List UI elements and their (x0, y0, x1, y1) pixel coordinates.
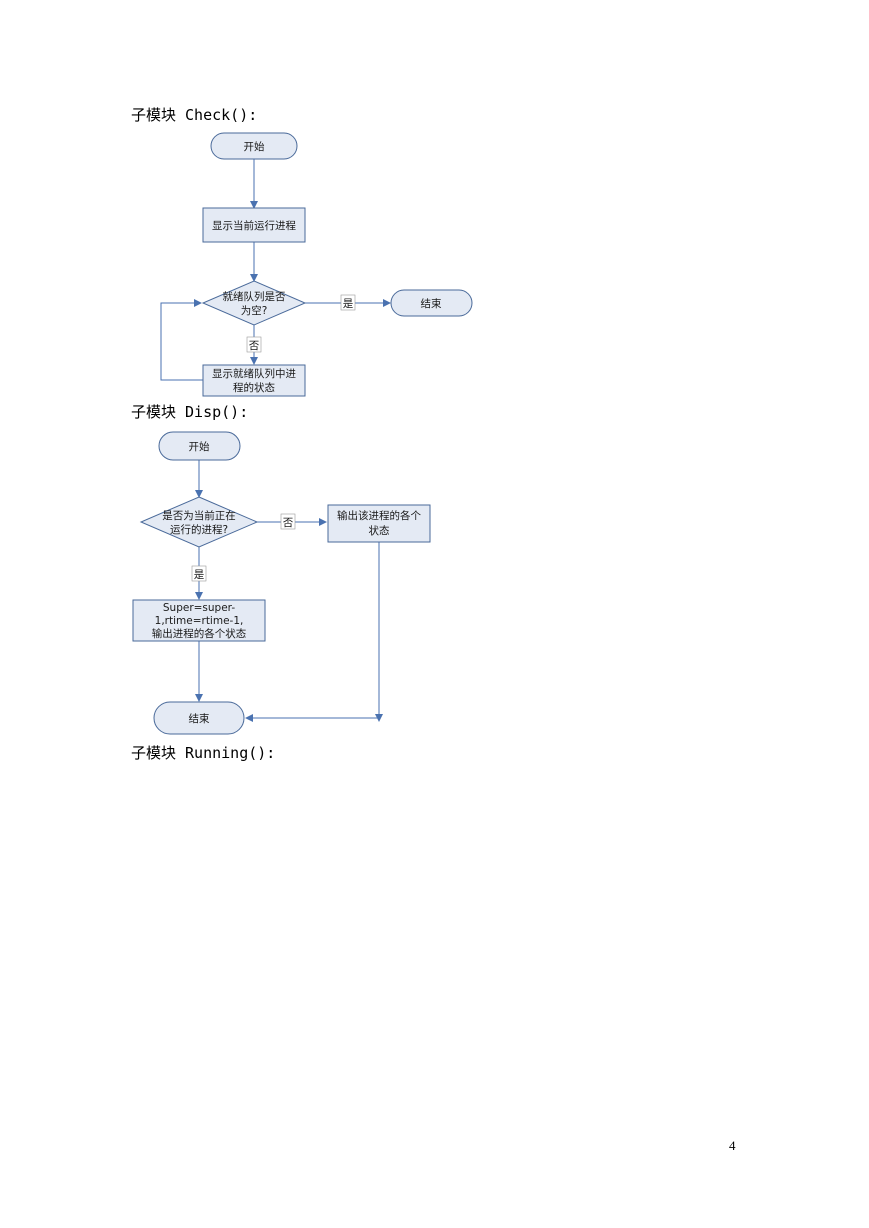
check-flowchart: 开始 显示当前运行进程 就绪队列是否 为空? 结束 显示就绪队列中进 (160, 132, 473, 397)
heading-check: 子模块 Check(): (131, 106, 258, 124)
check-show-running-node: 显示当前运行进程 (202, 207, 306, 243)
check-yes-label-text: 是 (343, 298, 354, 310)
disp-decision-line2: 运行的进程? (170, 523, 228, 536)
disp-no-label-text: 否 (283, 517, 294, 529)
disp-output-node: 输出该进程的各个 状态 (327, 504, 431, 543)
disp-update-node: Super=super- 1,rtime=rtime-1, 输出进程的各个状态 (132, 599, 266, 642)
check-no-label-text: 否 (249, 340, 260, 352)
check-show-running-text: 显示当前运行进程 (212, 219, 296, 232)
disp-update-line2: 1,rtime=rtime-1, (155, 615, 244, 627)
disp-start-text: 开始 (189, 440, 210, 453)
heading-disp: 子模块 Disp(): (131, 403, 249, 421)
disp-no-label: 否 (280, 513, 296, 530)
check-end-node: 结束 (390, 289, 473, 317)
disp-flowchart: 开始 是否为当前正在 运行的进程? 输出该进程的各个 状态 Super=supe… (132, 431, 431, 735)
disp-output-line1: 输出该进程的各个 (337, 509, 421, 522)
check-show-ready-node: 显示就绪队列中进 程的状态 (202, 364, 306, 397)
page-number: 4 (729, 1138, 736, 1153)
check-decision-line1: 就绪队列是否 (223, 290, 286, 303)
edge-check-loop-back (160, 299, 203, 381)
disp-output-line2: 状态 (369, 524, 390, 537)
check-start-text: 开始 (244, 140, 265, 153)
check-end-text: 结束 (421, 297, 442, 310)
disp-yes-label-text: 是 (194, 569, 205, 581)
check-start-node: 开始 (210, 132, 298, 160)
disp-end-text: 结束 (189, 712, 210, 725)
disp-end-node: 结束 (153, 701, 245, 735)
check-show-ready-line2: 程的状态 (233, 381, 275, 394)
check-no-label: 否 (246, 336, 262, 353)
disp-decision-node: 是否为当前正在 运行的进程? (139, 496, 259, 548)
check-decision-node: 就绪队列是否 为空? (201, 280, 307, 326)
disp-decision-line1: 是否为当前正在 (162, 509, 236, 522)
check-show-ready-line1: 显示就绪队列中进 (212, 367, 296, 380)
check-yes-label: 是 (340, 294, 356, 311)
disp-update-line3: 输出进程的各个状态 (152, 627, 247, 640)
disp-yes-label: 是 (191, 565, 207, 582)
check-decision-line2: 为空? (241, 304, 268, 317)
heading-running: 子模块 Running(): (131, 744, 276, 762)
disp-start-node: 开始 (158, 431, 241, 461)
disp-update-line1: Super=super- (163, 602, 235, 614)
